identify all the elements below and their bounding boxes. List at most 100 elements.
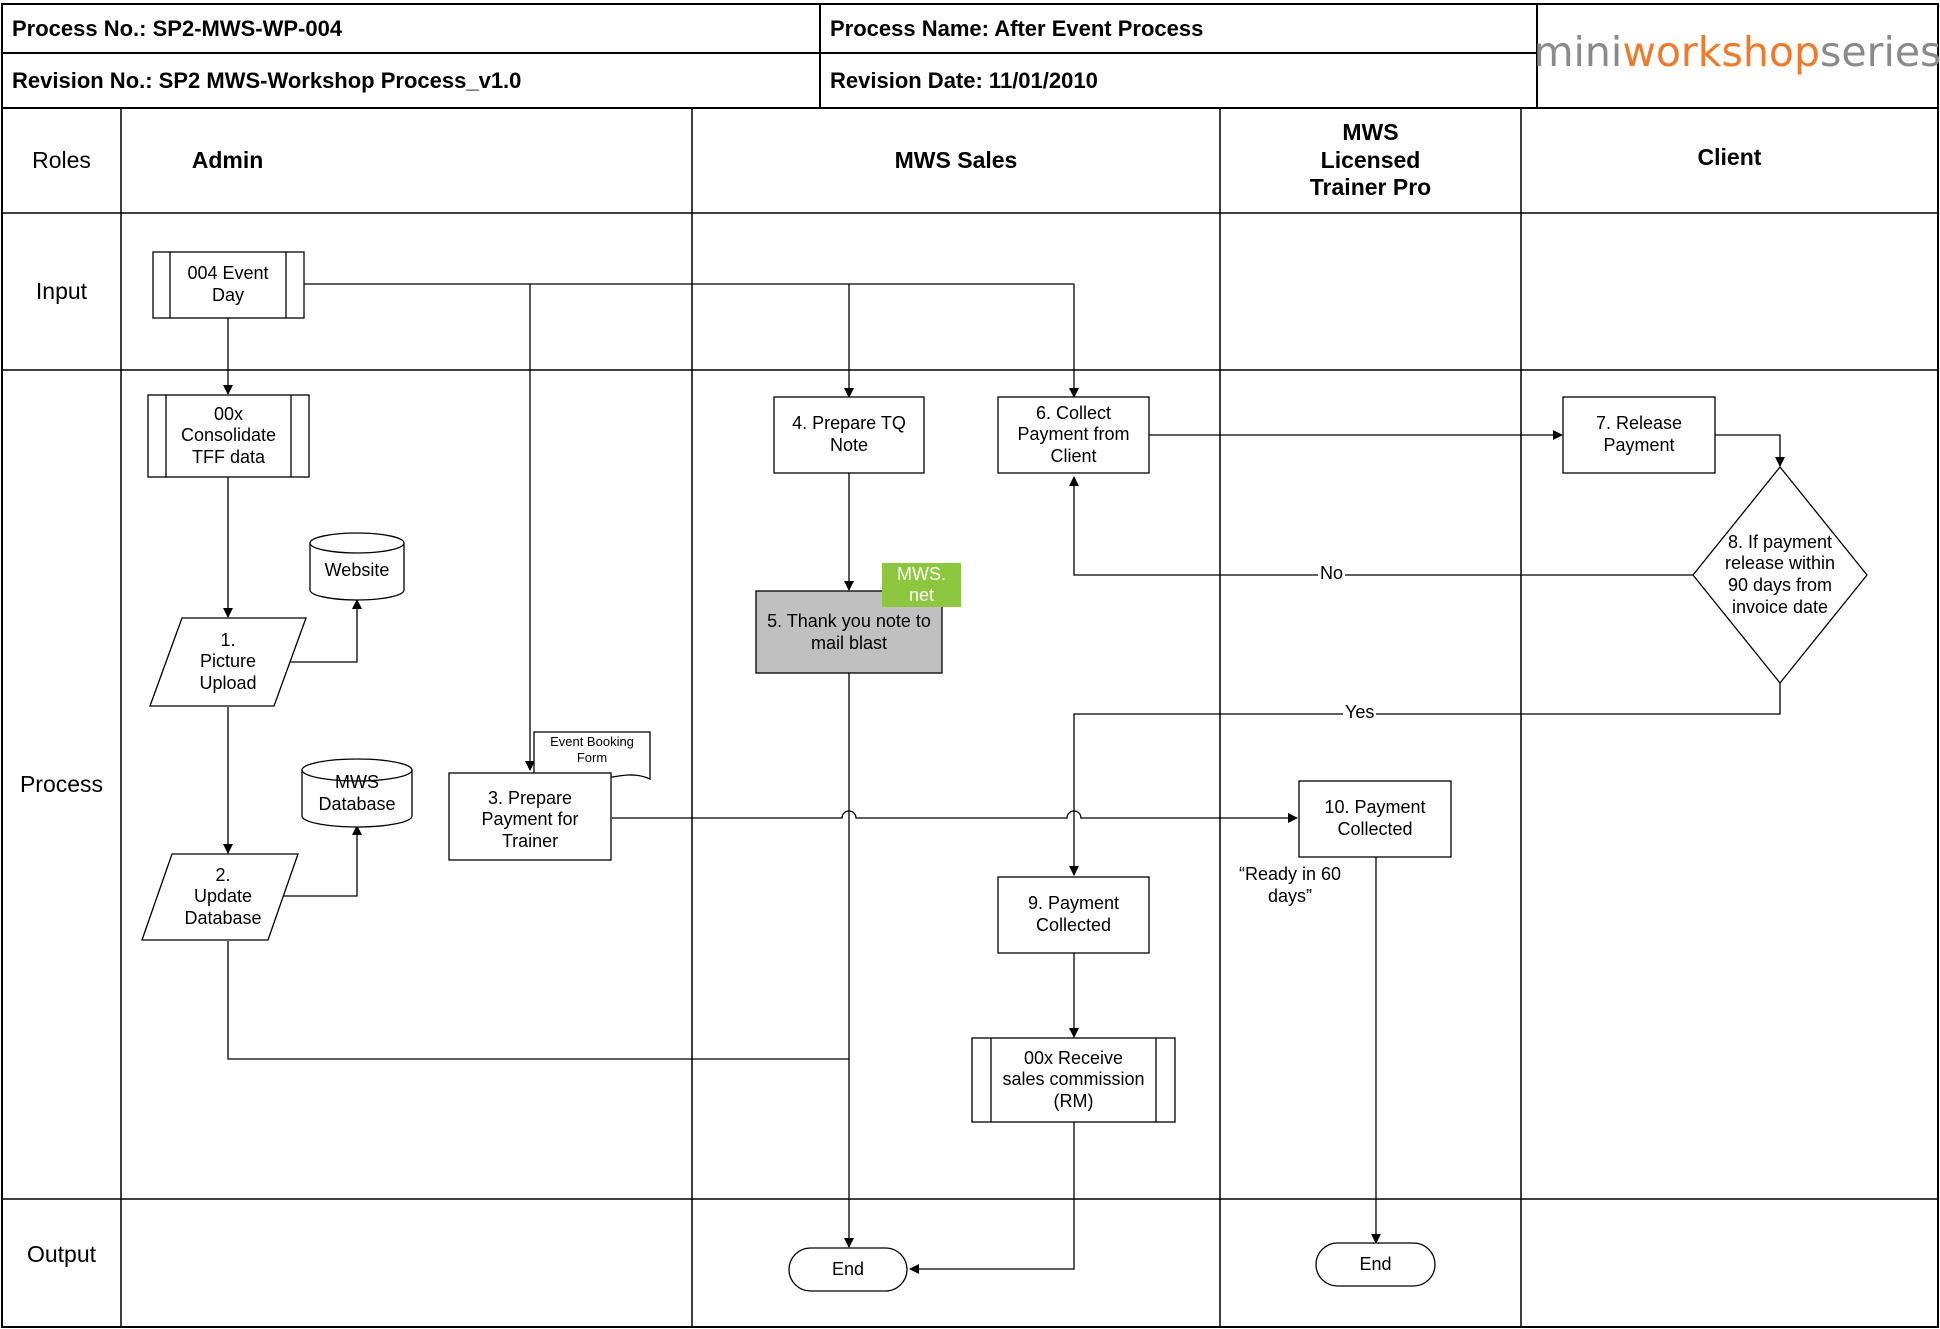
prepare-tq-shape xyxy=(773,396,925,474)
ready-note-line2: days” xyxy=(1267,886,1312,906)
lane-header-sales: MWS Sales xyxy=(894,146,1018,173)
update-database-shape xyxy=(141,853,299,941)
collect-payment-line2: Payment from xyxy=(1017,424,1130,445)
prepare-payment-shape xyxy=(448,772,612,861)
receive-commission-node: 00x Receive sales commission (RM) xyxy=(991,1038,1156,1122)
update-database-line3: Database xyxy=(184,907,262,928)
row-header-process: Process xyxy=(19,770,104,797)
prepare-payment-line3: Trainer xyxy=(501,830,559,851)
roles-header: Roles xyxy=(32,146,91,173)
decision-line3: 90 days from xyxy=(1727,575,1833,595)
end-trainer-node: End xyxy=(1359,1253,1392,1274)
receive-commission-line2: sales commission xyxy=(1002,1069,1145,1090)
booking-form-node: Event Booking Form xyxy=(534,732,650,768)
collect-payment-line3: Client xyxy=(1050,445,1097,466)
mws-database-line1: MWS xyxy=(335,772,379,793)
receive-commission-line1: 00x Receive xyxy=(1023,1047,1124,1068)
picture-upload-line3: Upload xyxy=(199,672,257,693)
lane-header-trainer-line1: MWS xyxy=(1342,119,1399,146)
consolidate-line1: 00x xyxy=(213,403,244,424)
row-header-input: Input xyxy=(35,277,88,304)
lane-header-trainer-line3: Trainer Pro xyxy=(1309,174,1432,201)
payment-collected-10-line2: Collected xyxy=(1337,819,1413,839)
lane-header-trainer: MWS Licensed Trainer Pro xyxy=(1220,108,1521,213)
process-name: Process Name: After Event Process xyxy=(830,15,1204,41)
decision-line4: invoice date xyxy=(1731,596,1829,617)
payment-collected-10-shape xyxy=(1298,780,1452,858)
event-day-shape xyxy=(152,251,305,319)
picture-upload-line1: 1. xyxy=(220,629,236,650)
prepare-payment-node: 3. Prepare Payment for Trainer xyxy=(449,780,611,860)
decision-node: 8. If payment release within 90 days fro… xyxy=(1710,525,1850,625)
prepare-tq-node: 4. Prepare TQ Note xyxy=(774,397,924,473)
update-database-line1: 2. xyxy=(215,864,231,885)
ready-note: “Ready in 60 days” xyxy=(1222,862,1358,910)
booking-form-line2: Form xyxy=(576,750,608,765)
picture-upload-node: 1. Picture Upload xyxy=(172,618,284,706)
decision-line2: release within xyxy=(1724,553,1836,574)
payment-collected-9-line1: 9. Payment xyxy=(1027,893,1120,914)
revision-date: Revision Date: 11/01/2010 xyxy=(830,67,1098,93)
update-database-node: 2. Update Database xyxy=(162,854,284,940)
mws-net-line1: MWS. xyxy=(897,564,946,585)
payment-collected-10-line1: 10. Payment xyxy=(1324,797,1426,818)
shapes xyxy=(141,251,1868,1292)
prepare-tq-line1: 4. Prepare TQ xyxy=(792,413,906,434)
decision-line1: 8. If payment xyxy=(1727,531,1833,552)
consolidate-line3: TFF data xyxy=(191,446,266,467)
logo-part-workshop: workshop xyxy=(1622,28,1820,76)
mws-database-shape xyxy=(301,770,413,828)
revision-number: Revision No.: SP2 MWS-Workshop Process_v… xyxy=(12,67,522,93)
picture-upload-line2: Picture xyxy=(199,651,257,672)
release-payment-node: 7. Release Payment xyxy=(1563,397,1715,473)
consolidate-node: 00x Consolidate TFF data xyxy=(166,395,291,477)
end-sales-node: End xyxy=(831,1258,865,1279)
thank-you-node: 5. Thank you note to mail blast xyxy=(756,603,942,663)
prepare-tq-line2: Note xyxy=(829,435,869,455)
release-payment-line2: Payment xyxy=(1603,435,1675,455)
mws-net-line2: net xyxy=(908,585,935,605)
payment-collected-10-node: 10. Payment Collected xyxy=(1299,781,1451,857)
collect-payment-line1: 6. Collect xyxy=(1035,402,1112,423)
swimlane-grid xyxy=(2,108,1938,1327)
lane-header-client: Client xyxy=(1697,144,1762,171)
release-payment-shape xyxy=(1562,396,1716,474)
payment-collected-9-shape xyxy=(997,876,1150,954)
lane-header-admin: Admin xyxy=(191,146,264,173)
header-grid xyxy=(1,3,1939,1328)
payment-collected-9-node: 9. Payment Collected xyxy=(998,877,1149,953)
picture-upload-shape xyxy=(149,617,307,707)
receive-commission-line3: (RM) xyxy=(1053,1090,1094,1111)
end-sales-shape xyxy=(788,1247,908,1292)
website-shape xyxy=(309,543,405,601)
logo-part-series: series xyxy=(1820,28,1940,76)
mws-net-tag: MWS. net xyxy=(882,563,961,607)
logo-part-mini: mini xyxy=(1533,28,1623,76)
mws-database-node: MWS Database xyxy=(302,762,412,826)
booking-form-line1: Event Booking xyxy=(550,734,634,750)
edge-label-yes: Yes xyxy=(1343,702,1377,723)
collect-payment-node: 6. Collect Payment from Client xyxy=(998,397,1149,473)
connectors xyxy=(223,283,1785,1274)
consolidate-shape xyxy=(147,394,310,478)
receive-commission-shape xyxy=(971,1037,1176,1123)
event-day-line1: 004 Event xyxy=(187,263,269,284)
end-trainer-shape xyxy=(1315,1242,1436,1287)
consolidate-line2: Consolidate xyxy=(180,425,277,446)
mws-database-line2: Database xyxy=(318,794,396,814)
edge-label-no: No xyxy=(1318,563,1346,584)
event-day-node: 004 Event Day xyxy=(170,252,286,318)
row-header-output: Output xyxy=(26,1241,97,1268)
prepare-payment-line1: 3. Prepare xyxy=(487,787,573,808)
thank-you-line1: 5. Thank you note to xyxy=(767,611,931,632)
thank-you-line2: mail blast xyxy=(810,633,888,653)
collect-payment-shape xyxy=(997,396,1150,474)
event-day-line2: Day xyxy=(211,285,244,305)
decision-shape xyxy=(1692,465,1868,685)
prepare-payment-line2: Payment for xyxy=(481,809,579,830)
lane-header-trainer-line2: Licensed xyxy=(1320,146,1421,173)
ready-note-line1: “Ready in 60 xyxy=(1238,864,1342,885)
update-database-line2: Update xyxy=(193,886,253,907)
